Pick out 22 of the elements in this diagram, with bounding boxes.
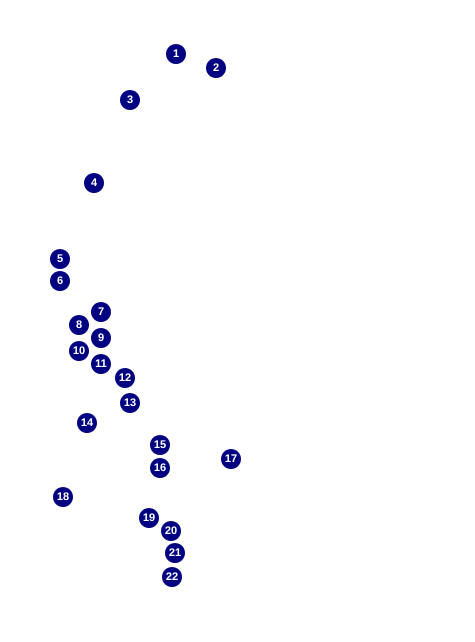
callout-number: 8: [69, 315, 89, 335]
callout-number: 3: [120, 90, 140, 110]
callout-number: 4: [84, 173, 104, 193]
callout-number: 18: [53, 487, 73, 507]
callout-number: 10: [69, 341, 89, 361]
callout-number: 21: [165, 543, 185, 563]
callout-number: 2: [206, 58, 226, 78]
callout-number: 19: [139, 508, 159, 528]
callout-number: 22: [162, 567, 182, 587]
callout-number: 1: [166, 44, 186, 64]
callout-number: 5: [50, 249, 70, 269]
callout-number: 17: [221, 449, 241, 469]
callout-number: 15: [150, 435, 170, 455]
callout-number: 13: [120, 393, 140, 413]
callout-number: 7: [91, 302, 111, 322]
callout-number: 12: [115, 368, 135, 388]
callout-number: 11: [91, 354, 111, 374]
callout-number: 16: [150, 458, 170, 478]
callout-number: 20: [161, 521, 181, 541]
callout-number: 14: [77, 413, 97, 433]
callout-number: 9: [91, 328, 111, 348]
callout-number: 6: [50, 271, 70, 291]
